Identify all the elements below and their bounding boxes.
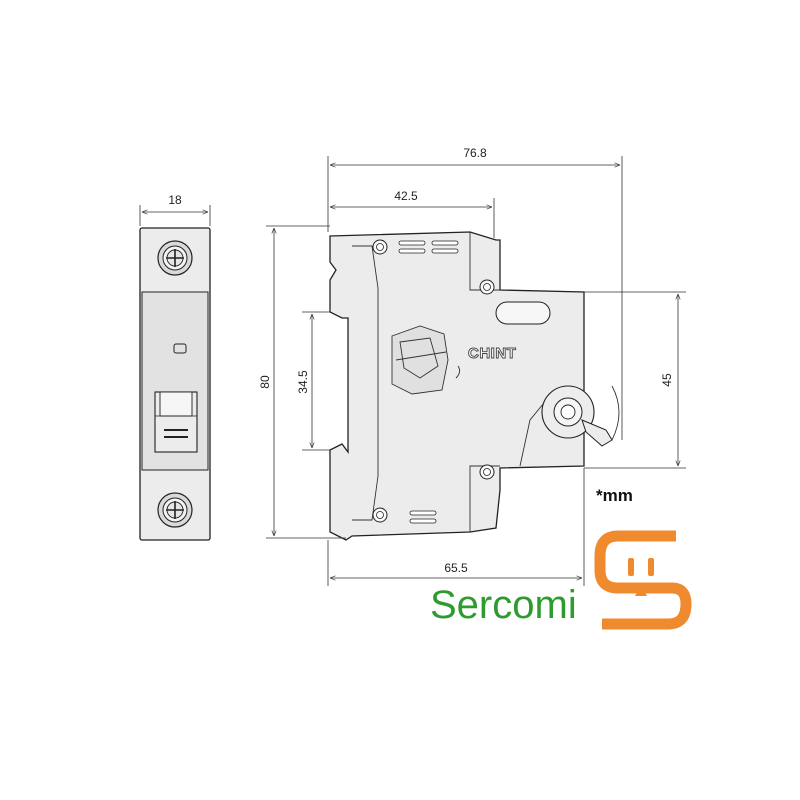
bottom-terminal-screw (157, 492, 193, 528)
dim-face-height: 45 (660, 373, 674, 387)
sercomi-outlet-logo (594, 530, 692, 630)
watermark-text: Sercomi (430, 583, 577, 627)
dim-height-total: 80 (258, 375, 272, 389)
dim-depth-body: 65.5 (444, 561, 468, 575)
dim-width-front: 18 (168, 193, 182, 207)
toggle-handle (154, 391, 198, 453)
dim-depth-rail-to-face: 42.5 (394, 189, 418, 203)
sercomi-watermark: Sercomi (430, 530, 692, 630)
top-terminal-screw (157, 240, 193, 276)
side-view: CHINT 76.8 42.5 80 34.5 4 (258, 146, 686, 586)
brand-marking: CHINT (468, 345, 516, 362)
toggle-pivot (541, 385, 620, 447)
dim-depth-total: 76.8 (463, 146, 487, 160)
dim-rail-height: 34.5 (296, 370, 310, 394)
unit-note: *mm (596, 486, 633, 505)
front-view: 18 (139, 193, 211, 541)
